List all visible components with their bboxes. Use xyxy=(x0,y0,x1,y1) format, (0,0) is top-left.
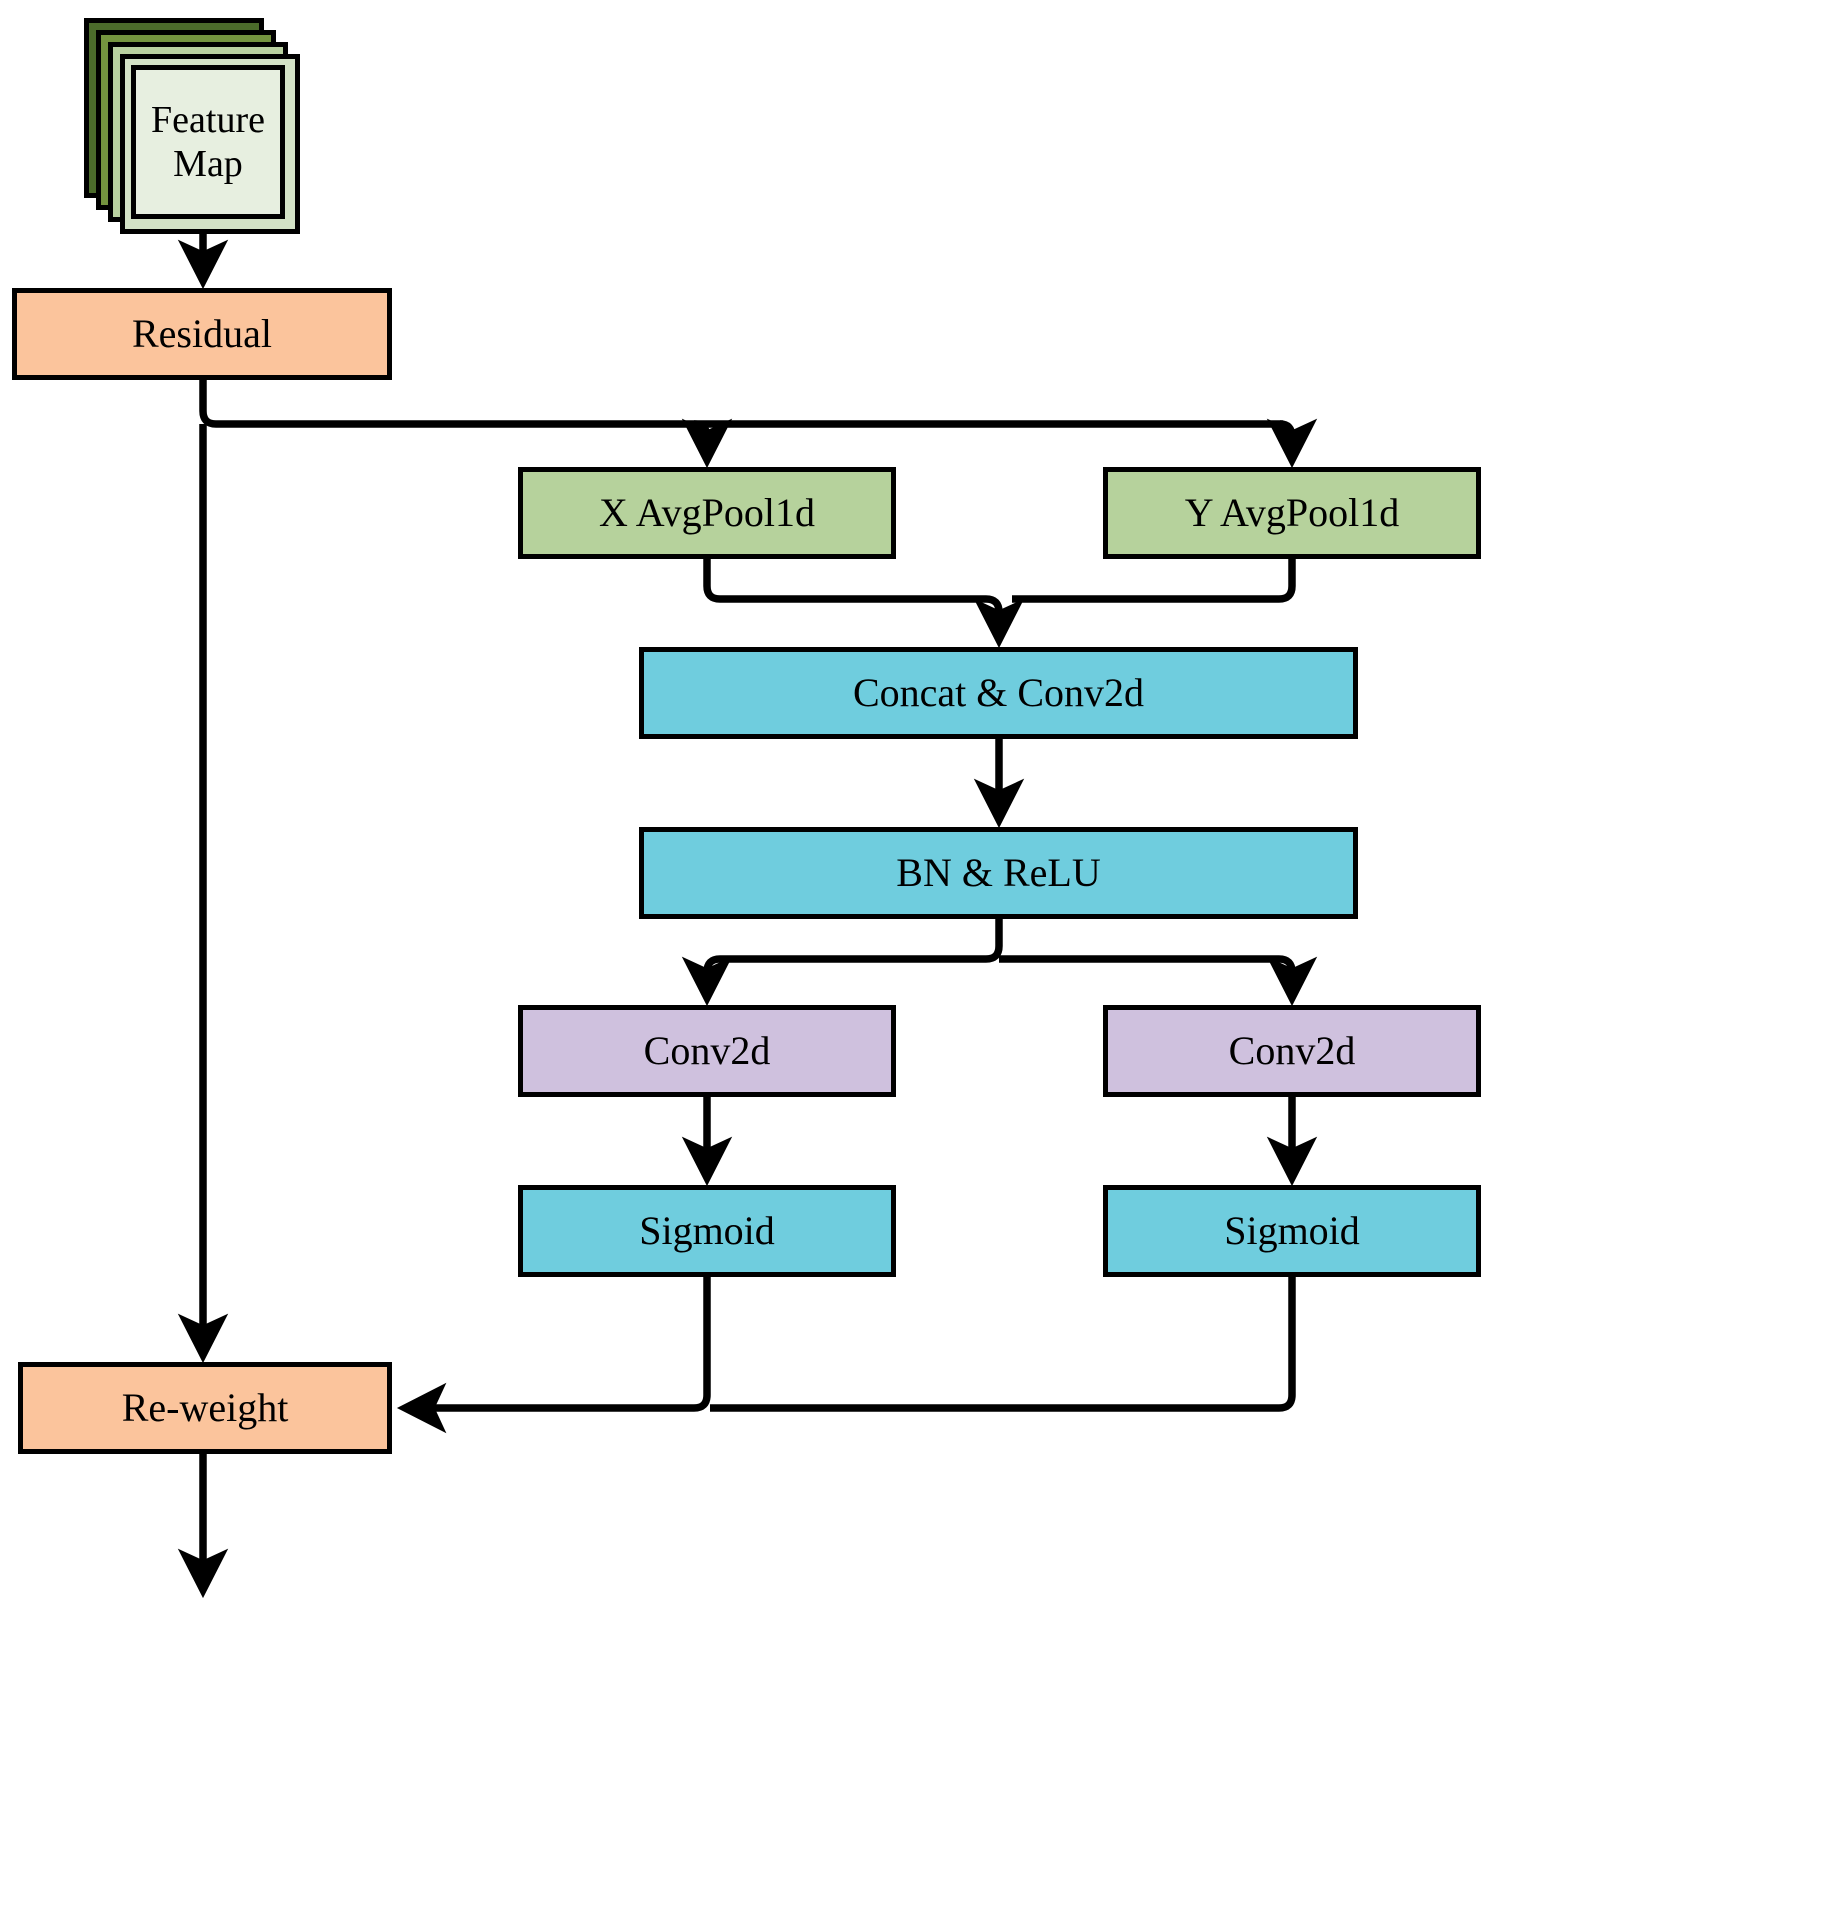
node-x-avgpool1d[interactable]: X AvgPool1d xyxy=(518,467,896,559)
node-sigmoid-right-label: Sigmoid xyxy=(1224,1208,1360,1253)
feature-map-label: Feature Map xyxy=(151,99,265,185)
node-sigmoid-left-label: Sigmoid xyxy=(639,1208,775,1253)
node-concat-conv2d-label: Concat & Conv2d xyxy=(852,670,1145,715)
edge-sigmoid-right-to-bus xyxy=(710,1277,1296,1412)
node-y-avgpool1d-label: Y AvgPool1d xyxy=(1184,490,1400,535)
node-x-avgpool1d-label: X AvgPool1d xyxy=(599,490,815,535)
node-residual-label: Residual xyxy=(132,311,272,356)
node-bn-relu-label: BN & ReLU xyxy=(896,850,1101,895)
edge-y-avgpool-to-concat xyxy=(1012,559,1296,603)
node-re-weight-label: Re-weight xyxy=(121,1385,289,1430)
node-conv2d-right[interactable]: Conv2d xyxy=(1103,1005,1481,1097)
node-y-avgpool1d[interactable]: Y AvgPool1d xyxy=(1103,467,1481,559)
edge-residual-bus xyxy=(199,380,1280,428)
node-conv2d-left[interactable]: Conv2d xyxy=(518,1005,896,1097)
node-bn-relu[interactable]: BN & ReLU xyxy=(639,827,1358,919)
node-sigmoid-left[interactable]: Sigmoid xyxy=(518,1185,896,1277)
edge-sigmoid-left-to-bus xyxy=(396,1277,711,1434)
node-conv2d-left-label: Conv2d xyxy=(643,1028,771,1073)
edge-bnrelu-split-bus-right xyxy=(999,955,1318,1007)
edge-bnrelu-split-bus xyxy=(681,919,1003,1007)
node-conv2d-right-label: Conv2d xyxy=(1228,1028,1356,1073)
edge-bus-to-y-avgpool xyxy=(1266,418,1318,469)
edge-x-avgpool-to-concat xyxy=(703,559,1025,649)
node-re-weight[interactable]: Re-weight xyxy=(18,1362,392,1454)
node-concat-conv2d[interactable]: Concat & Conv2d xyxy=(639,647,1358,739)
node-sigmoid-right[interactable]: Sigmoid xyxy=(1103,1185,1481,1277)
node-residual[interactable]: Residual xyxy=(12,288,392,380)
feature-map-card-front: Feature Map xyxy=(131,65,285,219)
edge-bus-to-x-avgpool xyxy=(681,418,733,469)
